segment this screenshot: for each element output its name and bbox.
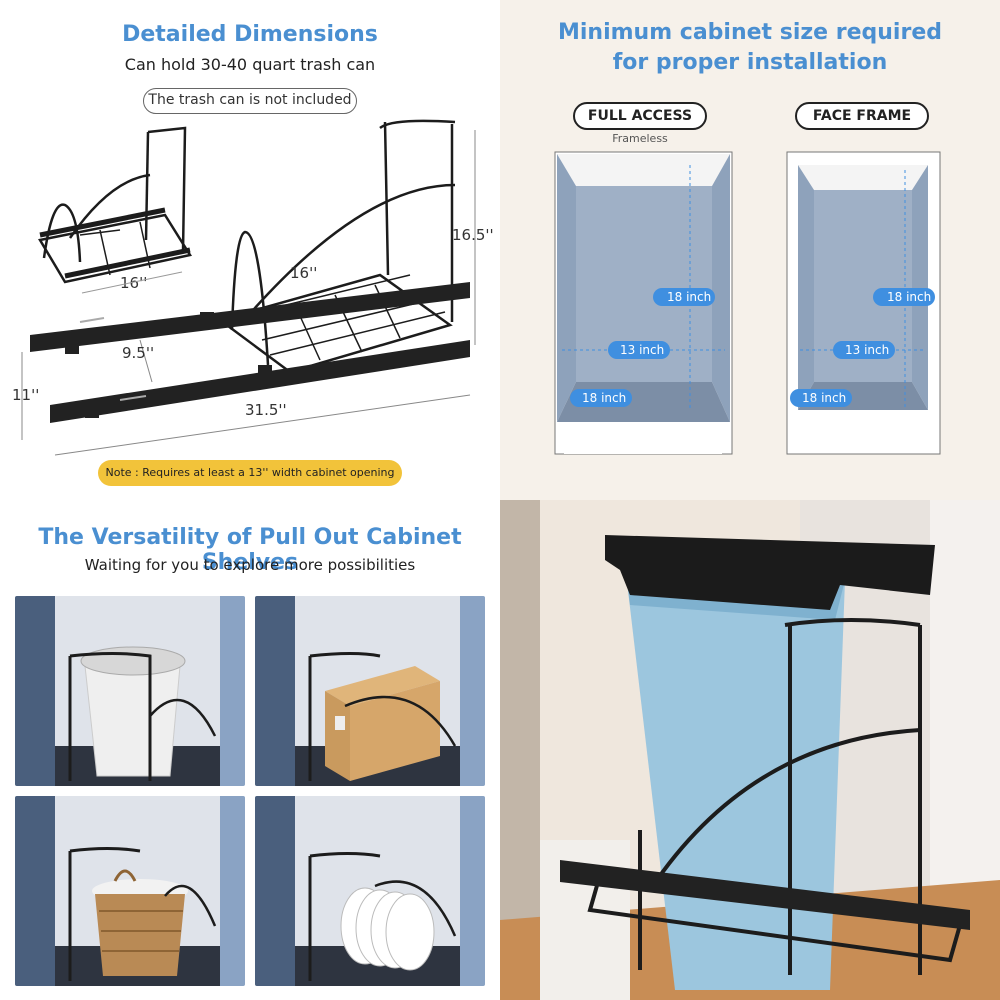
left-width-label: 13 inch [620, 343, 664, 357]
right-front-label: 18 inch [802, 391, 846, 405]
face-frame-label: FACE FRAME [795, 102, 929, 130]
slide-rails [30, 282, 470, 423]
versatility-title: The Versatility of Pull Out Cabinet Shel… [38, 525, 462, 575]
frameless-label: Frameless [612, 132, 668, 145]
right-depth-label: 18 inch [887, 290, 931, 304]
cabinet-title-line2: for proper installation [612, 50, 888, 75]
dimensions-title: Detailed Dimensions [122, 22, 378, 47]
width-badge-left [608, 341, 670, 359]
cabinet-opening-note: Note : Requires at least a 13'' width ca… [98, 460, 402, 486]
woven-basket-tile [15, 796, 245, 986]
front-badge-right [790, 389, 852, 407]
product-photo-panel [500, 500, 1000, 1000]
large-rack-illustration [217, 119, 456, 374]
versatility-panel: The Versatility of Pull Out Cabinet Shel… [0, 500, 500, 1000]
versatility-subtitle: Waiting for you to explore more possibil… [84, 556, 416, 574]
small-rack-illustration [38, 126, 193, 284]
width-badge-right [833, 341, 895, 359]
height-label: 16.5'' [452, 226, 494, 244]
trash-bin-tile [15, 596, 245, 786]
rail-height-label: 11'' [12, 386, 39, 404]
left-depth-label: 18 inch [667, 290, 711, 304]
depth-badge-right [873, 288, 935, 306]
cabinet-title-line1: Minimum cabinet size required [557, 20, 942, 45]
cabinet-size-panel: Minimum cabinet size required for proper… [500, 0, 1000, 500]
dimension-diagram: 16'' 16.5'' 16'' 9.5'' [12, 119, 494, 456]
full-access-label: FULL ACCESS [573, 102, 707, 130]
length-label: 31.5'' [245, 401, 287, 419]
cabinet-diagrams: 18 inch 13 inch 18 inch 18 inch 13 inch … [554, 151, 941, 455]
left-front-label: 18 inch [582, 391, 626, 405]
large-width-label: 16'' [290, 264, 317, 282]
rail-gap-label: 9.5'' [122, 344, 154, 362]
right-width-label: 13 inch [845, 343, 889, 357]
dimensions-panel: Detailed Dimensions Can hold 30-40 quart… [0, 0, 500, 500]
small-width-label: 16'' [120, 274, 147, 292]
pull-out-trash-can-photo [500, 500, 1000, 1000]
front-badge-left [570, 389, 632, 407]
dimensions-subtitle: Can hold 30-40 quart trash can [124, 55, 376, 74]
dish-plates-tile [255, 796, 485, 986]
depth-badge-left [653, 288, 715, 306]
cardboard-box-tile [255, 596, 485, 786]
not-included-pill: The trash can is not included [143, 88, 357, 114]
